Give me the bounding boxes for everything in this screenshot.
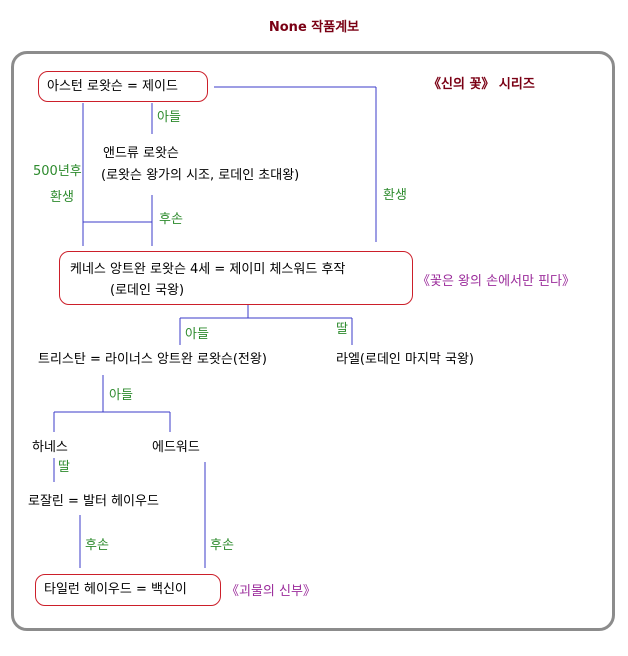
node-aston: 아스턴 로왓슨 = 제이드: [47, 79, 178, 94]
node-edward: 에드워드: [152, 440, 200, 455]
label-descendant3: 후손: [210, 538, 234, 553]
label-descendant2: 후손: [85, 538, 109, 553]
series-label: 《신의 꽃》 시리즈: [428, 77, 535, 92]
work-flower-king: 《꽃은 왕의 손에서만 핀다》: [417, 274, 575, 289]
node-kenes-note: (로데인 국왕): [110, 283, 185, 298]
node-tristan: 트리스탄 = 라이너스 앙트완 로왓슨(전왕): [38, 352, 267, 367]
work-monster-bride: 《괴물의 신부》: [226, 584, 316, 599]
label-son3: 아들: [109, 388, 133, 403]
node-rosalin: 로잘린 = 발터 헤이우드: [28, 494, 159, 509]
node-andrew-note: (로왓슨 왕가의 시조, 로데인 초대왕): [101, 168, 300, 183]
page-title: None 작품계보: [268, 20, 360, 35]
node-hanes: 하네스: [32, 440, 68, 455]
label-daughter2: 딸: [58, 460, 70, 475]
node-tailun: 타일런 헤이우드 = 백신이: [44, 582, 187, 597]
label-daughter1: 딸: [336, 322, 348, 337]
label-reborn1: 환생: [50, 190, 74, 205]
label-reborn2: 환생: [383, 188, 407, 203]
node-rael: 라엘(로데인 마지막 국왕): [336, 352, 475, 367]
label-years: 500년후: [33, 164, 82, 179]
kenes-box: [59, 251, 413, 305]
label-son2: 아들: [185, 327, 209, 342]
diagram-frame: [11, 51, 615, 631]
node-kenes: 케네스 앙트완 로왓슨 4세 = 제이미 체스워드 후작: [70, 262, 346, 277]
node-andrew: 앤드류 로왓슨: [103, 146, 179, 161]
aston-box: [38, 71, 208, 102]
tailun-box: [35, 574, 221, 606]
label-son1: 아들: [157, 110, 181, 125]
label-descendant1: 후손: [159, 212, 183, 227]
